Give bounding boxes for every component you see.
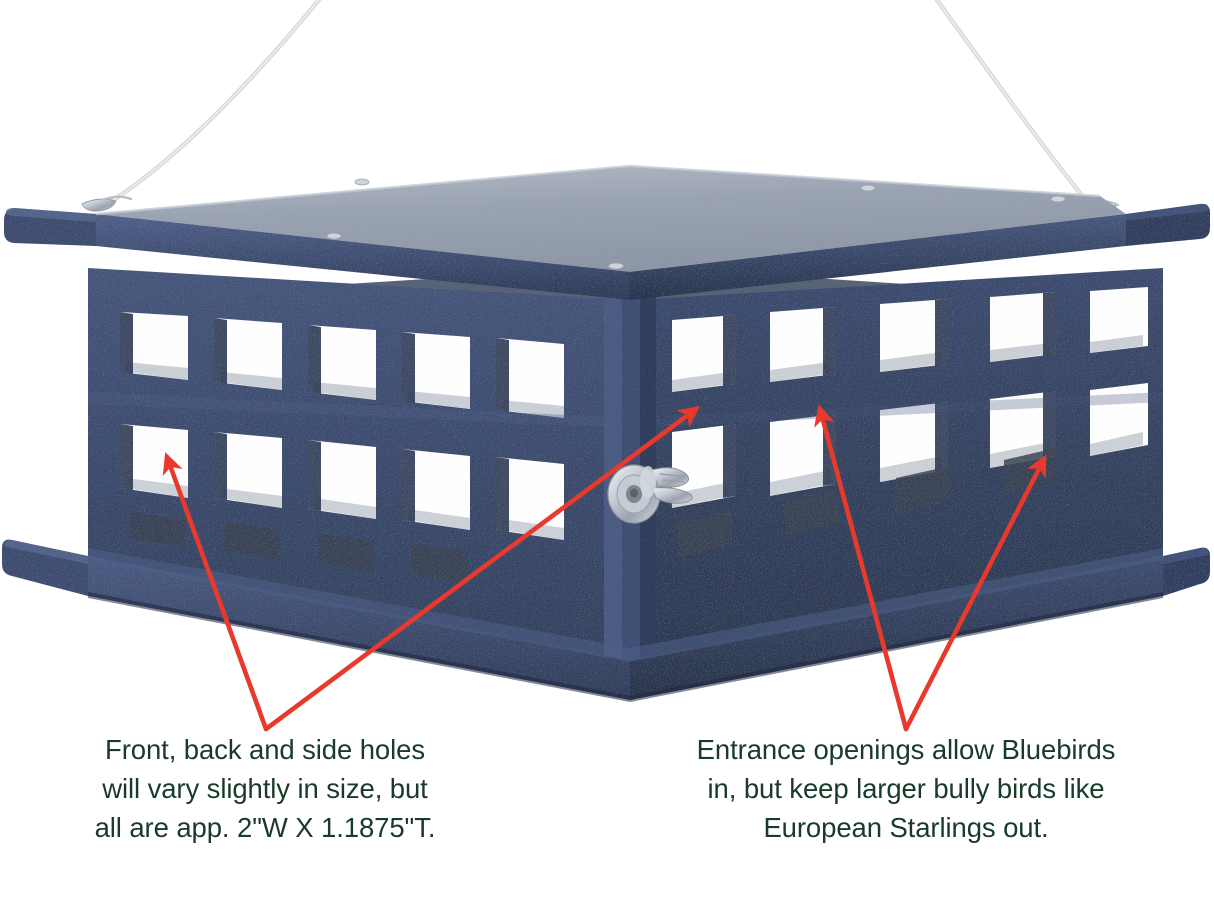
roof-screws <box>326 178 1066 270</box>
feeder-left-face <box>88 268 630 660</box>
caption-entrance-callout: Entrance openings allow Bluebirds in, bu… <box>696 734 1116 844</box>
caption-holes-callout: Front, back and side holes will vary sli… <box>94 734 436 844</box>
arrow-group-entrance-callout <box>814 404 1047 732</box>
feeder-roof <box>4 164 1210 300</box>
arrow-to-entrance-left <box>814 404 909 732</box>
hanging-cable-left <box>81 0 322 212</box>
wing-nut-hardware <box>607 464 693 524</box>
hanging-cable-right <box>934 0 1120 218</box>
arrow-to-center-hole <box>263 405 701 732</box>
feeder-base <box>2 539 1210 702</box>
annotation-arrows <box>162 404 1047 732</box>
arrow-to-entrance-right <box>903 454 1047 732</box>
arrow-to-left-hole <box>162 452 269 732</box>
arrow-group-holes-callout <box>162 405 701 732</box>
feeder-right-face <box>630 268 1163 660</box>
